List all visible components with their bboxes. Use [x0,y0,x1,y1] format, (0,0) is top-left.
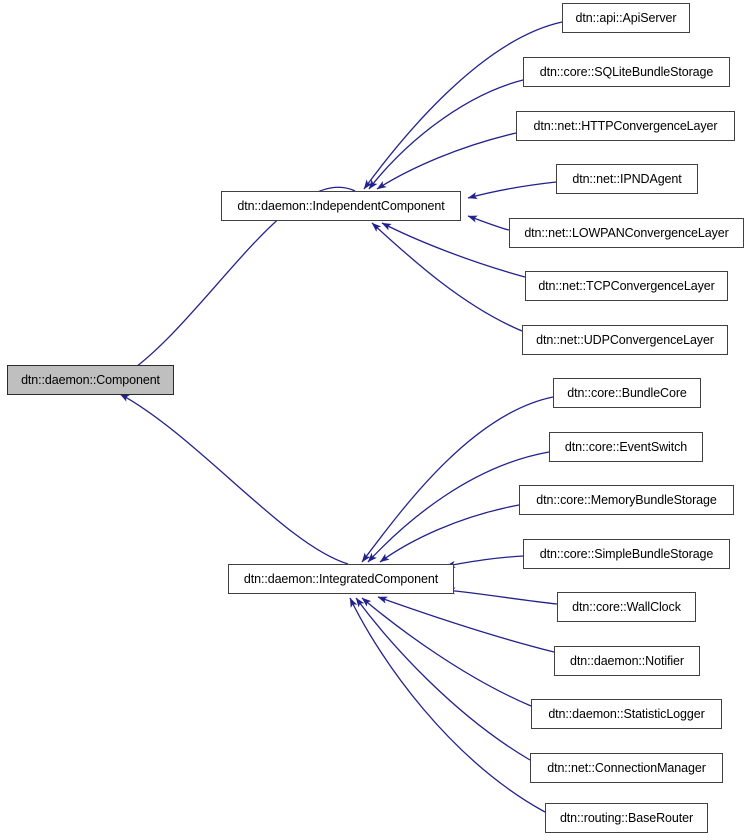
class-node-label: dtn::core::SimpleBundleStorage [539,546,714,561]
class-node-notifier[interactable]: dtn::daemon::Notifier [554,646,700,676]
class-node-label: dtn::core::MemoryBundleStorage [536,492,717,507]
class-node-wallclock[interactable]: dtn::core::WallClock [557,592,696,622]
class-node-label: dtn::net::IPNDAgent [572,171,682,186]
class-node-label: dtn::net::HTTPConvergenceLayer [533,118,718,133]
inheritance-edge-memorystorage-to-integrated [379,504,520,563]
inheritance-edge-connectionmanager-to-integrated [355,597,531,761]
class-node-statisticlogger[interactable]: dtn::daemon::StatisticLogger [531,699,722,729]
inheritance-edge-simplestorage-to-integrated [445,555,524,569]
class-node-label: dtn::net::UDPConvergenceLayer [536,332,714,347]
class-node-component[interactable]: dtn::daemon::Component [7,365,174,395]
class-node-label: dtn::daemon::Component [21,372,160,387]
class-node-label: dtn::net::LOWPANConvergenceLayer [524,225,729,240]
class-node-label: dtn::net::TCPConvergenceLayer [538,278,715,293]
inheritance-edge-sqlite-to-independent [368,79,524,190]
class-node-label: dtn::net::ConnectionManager [547,760,706,775]
class-node-label: dtn::daemon::Notifier [570,653,684,668]
class-node-sqlite[interactable]: dtn::core::SQLiteBundleStorage [523,57,730,87]
class-node-baserouter[interactable]: dtn::routing::BaseRouter [545,803,708,833]
inheritance-edge-integrated-to-component [119,393,349,565]
class-node-connectionmanager[interactable]: dtn::net::ConnectionManager [530,753,723,783]
class-node-label: dtn::core::WallClock [572,599,681,614]
class-node-label: dtn::api::ApiServer [575,10,677,25]
inheritance-edge-ipnd-to-independent [467,181,557,200]
class-node-label: dtn::daemon::StatisticLogger [548,706,705,721]
class-node-label: dtn::core::SQLiteBundleStorage [539,64,714,79]
class-node-ipnd[interactable]: dtn::net::IPNDAgent [556,164,698,194]
inheritance-edge-apiserver-to-independent [363,21,563,190]
inheritance-edge-tcpcl-to-independent [381,222,526,278]
class-node-memorystorage[interactable]: dtn::core::MemoryBundleStorage [519,485,734,515]
inheritance-edges [119,21,563,813]
inheritance-edge-udpcl-to-independent [371,222,523,332]
class-node-bundlecore[interactable]: dtn::core::BundleCore [553,378,701,408]
inheritance-edge-httpcl-to-independent [376,132,517,190]
inheritance-edge-notifier-to-integrated [377,596,555,653]
class-node-integrated[interactable]: dtn::daemon::IntegratedComponent [228,564,454,594]
class-node-label: dtn::core::EventSwitch [564,439,688,454]
class-node-tcpcl[interactable]: dtn::net::TCPConvergenceLayer [525,271,728,301]
class-node-independent[interactable]: dtn::daemon::IndependentComponent [221,191,461,221]
inheritance-edge-lowpancl-to-independent [467,215,510,231]
class-node-udpcl[interactable]: dtn::net::UDPConvergenceLayer [522,325,728,355]
inheritance-edge-baserouter-to-integrated [349,597,546,813]
inheritance-edge-statisticlogger-to-integrated [361,597,532,707]
class-node-lowpancl[interactable]: dtn::net::LOWPANConvergenceLayer [509,218,744,248]
class-node-label: dtn::daemon::IndependentComponent [237,198,445,213]
class-node-label: dtn::routing::BaseRouter [559,810,694,825]
class-node-apiserver[interactable]: dtn::api::ApiServer [562,3,690,33]
inheritance-edge-wallclock-to-integrated [445,587,558,605]
class-node-eventswitch[interactable]: dtn::core::EventSwitch [549,432,703,462]
class-node-label: dtn::core::BundleCore [567,385,687,400]
class-node-label: dtn::daemon::IntegratedComponent [243,571,439,586]
class-node-simplestorage[interactable]: dtn::core::SimpleBundleStorage [523,539,730,569]
inheritance-edge-bundlecore-to-integrated [361,396,554,563]
class-node-httpcl[interactable]: dtn::net::HTTPConvergenceLayer [516,111,735,141]
